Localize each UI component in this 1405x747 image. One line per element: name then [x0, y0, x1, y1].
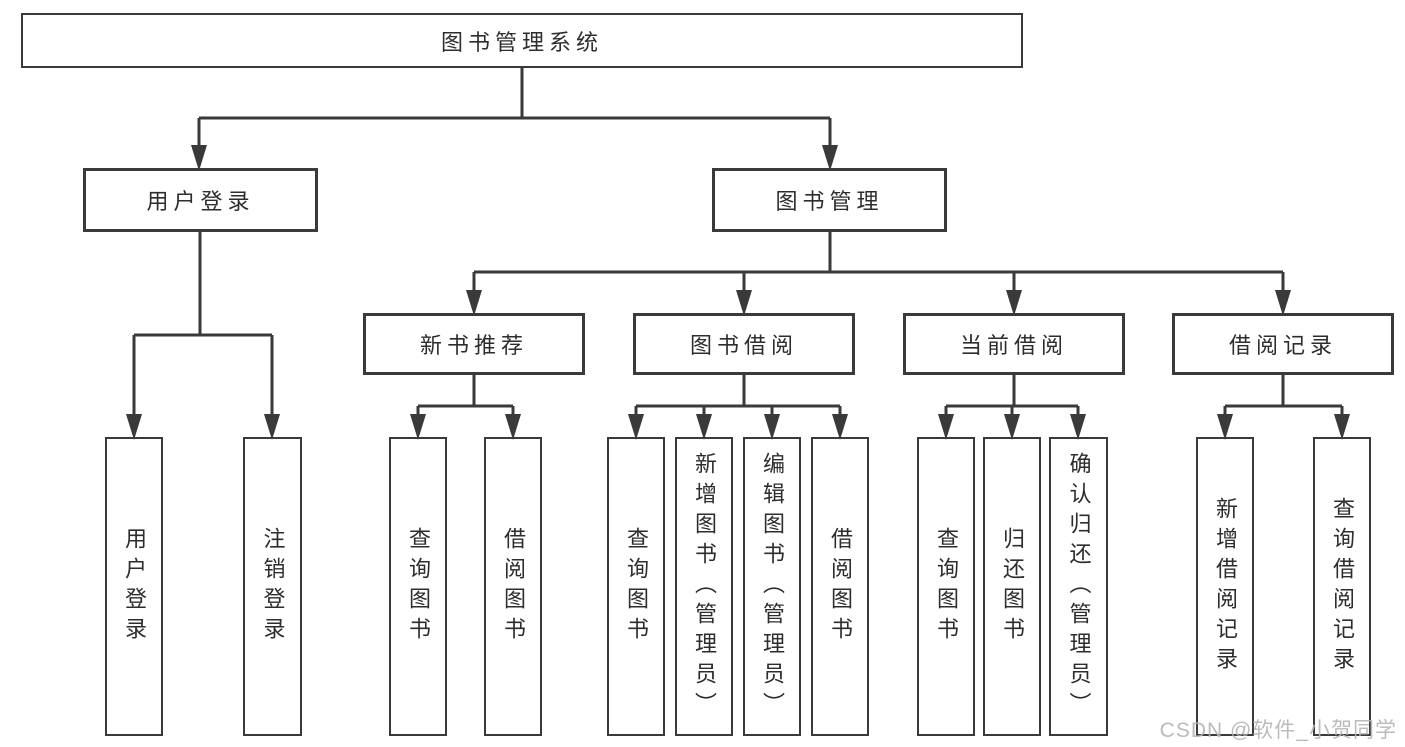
node-library-system-label: 图书管理系统	[440, 29, 603, 55]
node-user-login-label: 用户登录	[146, 189, 255, 214]
node-book-management-label: 图书管理	[775, 189, 884, 214]
node-logout-action: 注销登录	[243, 437, 302, 736]
node-add-book-admin: 新增图书（管理员）	[675, 437, 733, 736]
node-book-borrowing: 图书借阅	[633, 313, 855, 375]
node-book-borrowing-label: 图书借阅	[689, 333, 798, 358]
node-current-borrowing-label: 当前借阅	[959, 333, 1068, 358]
node-new-book-recommend-label: 新书推荐	[419, 333, 528, 358]
node-user-login: 用户登录	[83, 168, 318, 232]
csdn-watermark: CSDN @软件_小贺同学	[1159, 719, 1397, 742]
node-query-borrow-record: 查询借阅记录	[1313, 437, 1371, 736]
node-borrow-records-label: 借阅记录	[1228, 333, 1337, 358]
node-borrow-records: 借阅记录	[1172, 313, 1394, 375]
node-current-borrowing: 当前借阅	[903, 313, 1125, 375]
node-return-book: 归还图书	[983, 437, 1041, 736]
node-borrow-books-recommend: 借阅图书	[484, 437, 542, 736]
node-query-books-recommend: 查询图书	[389, 437, 447, 736]
node-new-book-recommend: 新书推荐	[363, 313, 585, 375]
node-query-books-current: 查询图书	[917, 437, 975, 736]
node-borrow-books-borrowing: 借阅图书	[811, 437, 869, 736]
node-user-login-action: 用户登录	[105, 437, 163, 736]
node-add-borrow-record: 新增借阅记录	[1196, 437, 1254, 736]
node-confirm-return-admin: 确认归还（管理员）	[1049, 437, 1108, 736]
node-library-system: 图书管理系统	[21, 13, 1023, 68]
node-book-management: 图书管理	[712, 168, 947, 232]
node-query-books-borrowing: 查询图书	[607, 437, 665, 736]
node-edit-book-admin: 编辑图书（管理员）	[743, 437, 801, 736]
